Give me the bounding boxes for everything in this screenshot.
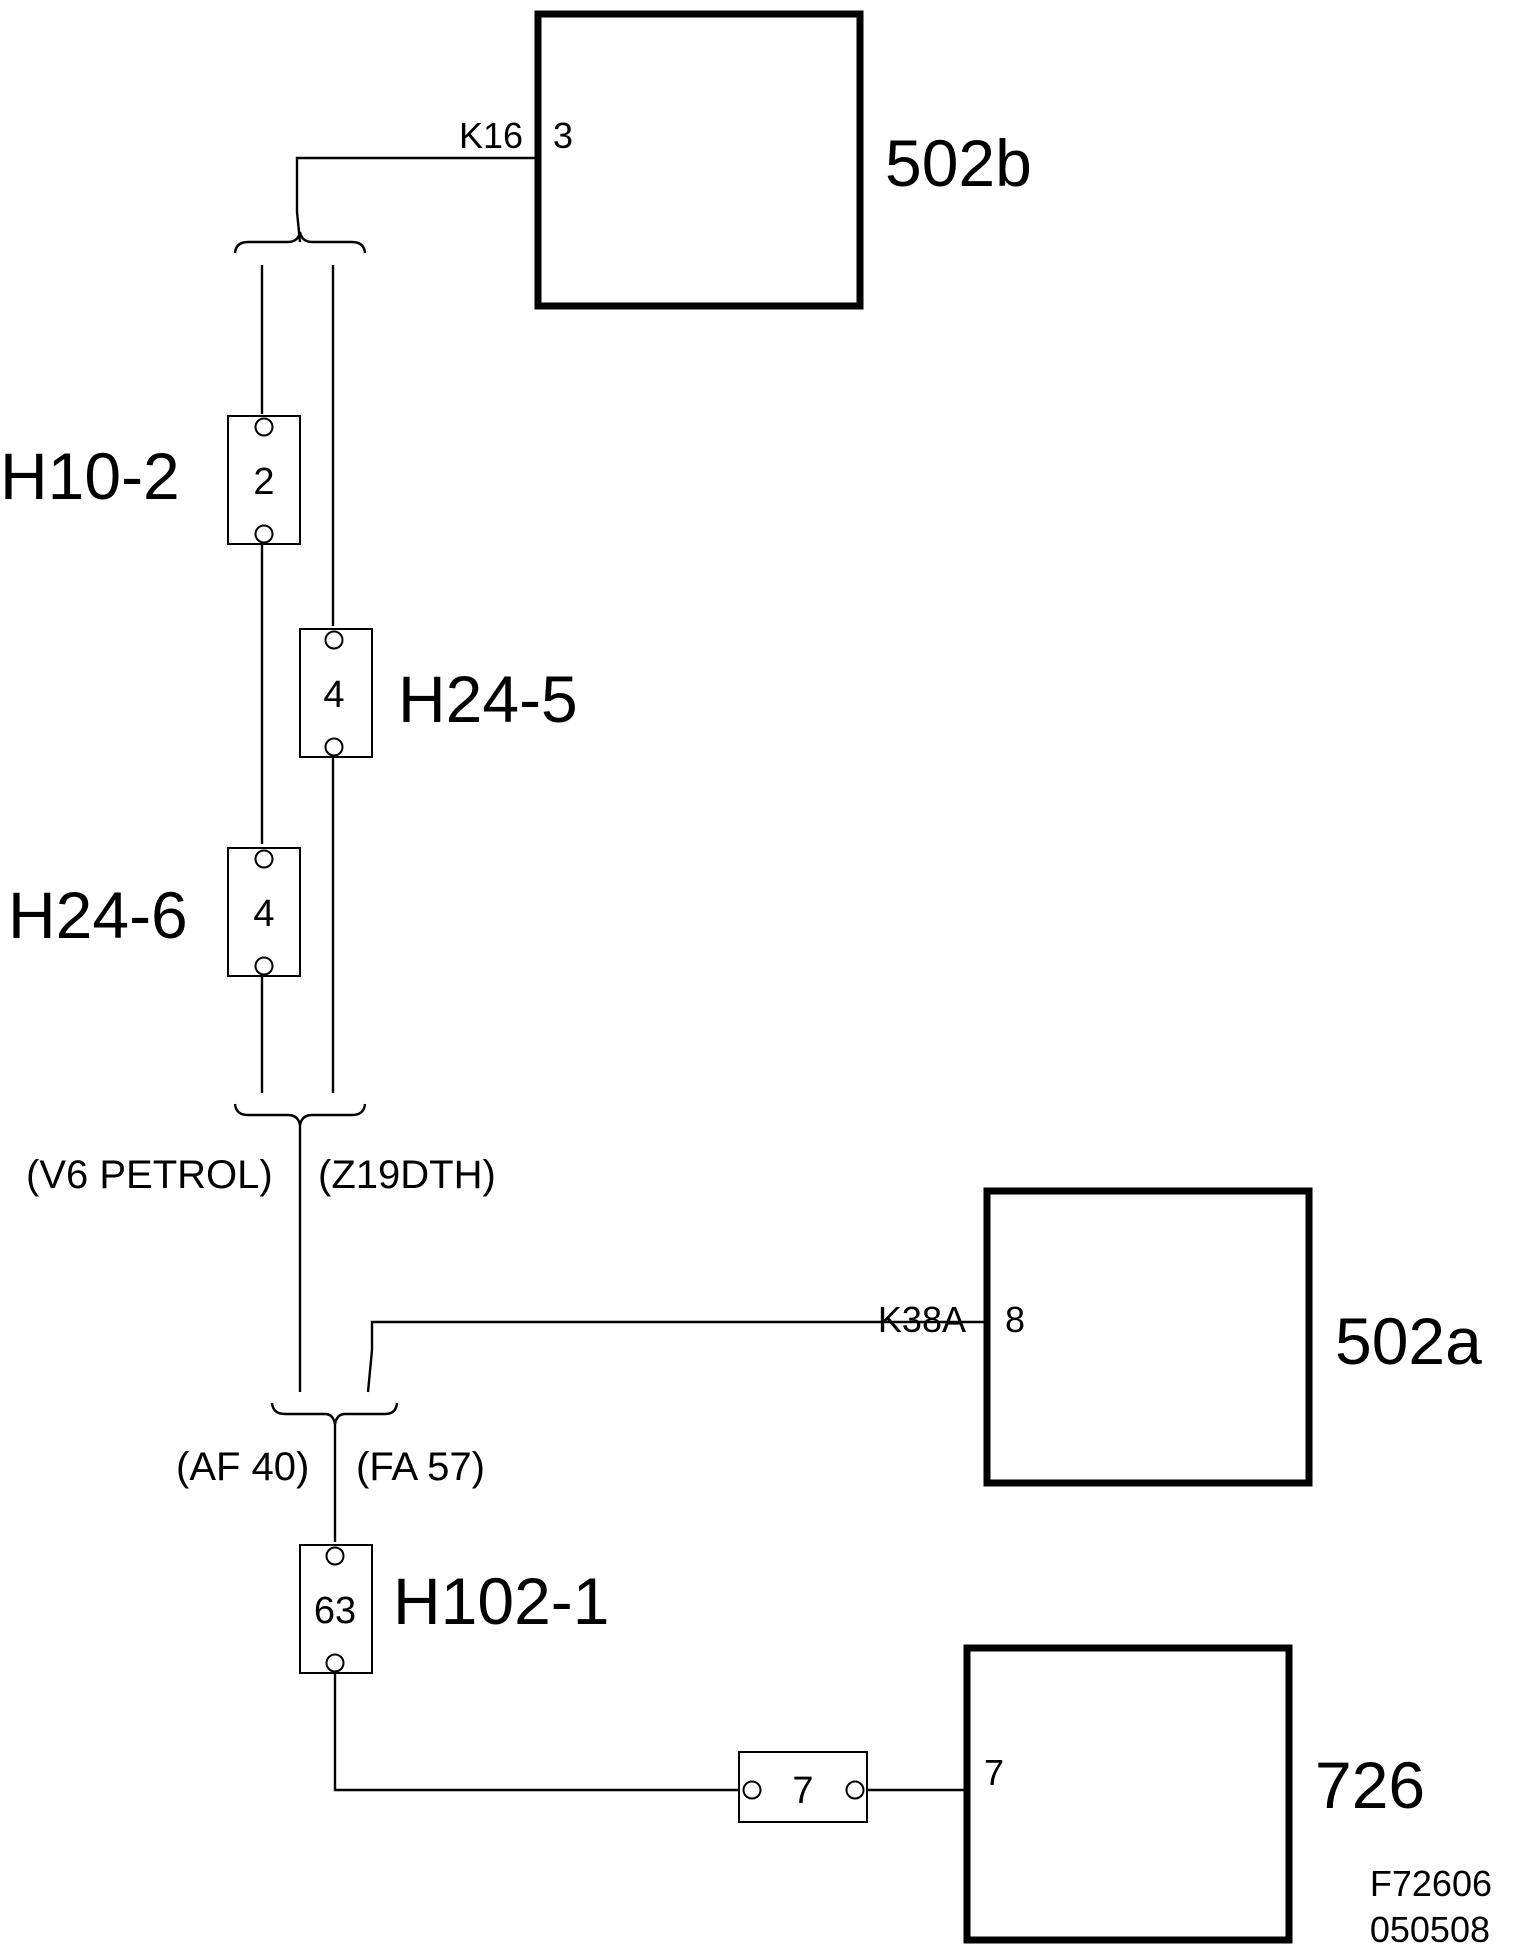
module-502b: K16 3 502b xyxy=(459,10,1032,310)
connector-h24-5-pin-number: 4 xyxy=(323,674,344,716)
connector-pin-bottom xyxy=(324,737,344,757)
variant-v6-petrol: (V6 PETROL) xyxy=(26,1153,273,1197)
connector-pin-top xyxy=(325,1546,345,1566)
connector-h24-6-pin-number: 4 xyxy=(253,893,274,935)
module-726: 7 726 xyxy=(963,1644,1425,1944)
wire-k38a xyxy=(366,1320,987,1393)
connector-pin-bottom xyxy=(254,524,274,544)
figure-reference: F72606 050508 xyxy=(1370,1863,1492,1950)
connector-pin-top xyxy=(254,417,274,437)
connector-h24-6-name: H24-6 xyxy=(8,878,188,952)
connector-h102-1-pin-number: 63 xyxy=(314,1590,356,1632)
connector-inline: 7 xyxy=(738,1751,868,1823)
connector-pin-right xyxy=(845,1780,865,1800)
wire-k16 xyxy=(295,156,538,243)
module-502a-wire-label: K38A xyxy=(878,1299,966,1340)
figure-date-code: 050508 xyxy=(1370,1909,1490,1950)
connector-pin-bottom xyxy=(325,1653,345,1673)
connector-pin-left xyxy=(742,1780,762,1800)
wires xyxy=(233,156,987,1792)
connector-pin-top xyxy=(254,849,274,869)
variant-fa57: (FA 57) xyxy=(356,1445,485,1489)
connector-pin-bottom xyxy=(254,956,274,976)
module-726-pin-label: 7 xyxy=(984,1752,1004,1793)
variant-labels: (V6 PETROL) (Z19DTH) (AF 40) (FA 57) xyxy=(26,1153,496,1489)
connector-h24-5: 4 H24-5 xyxy=(299,628,578,758)
connector-inline-pin-number: 7 xyxy=(792,1770,813,1812)
top-splice-bracket xyxy=(233,231,367,254)
module-502a-name: 502a xyxy=(1335,1304,1482,1378)
module-502a: K38A 8 502a xyxy=(878,1187,1482,1487)
connector-h10-2-name: H10-2 xyxy=(0,439,180,513)
middle-splice-bracket xyxy=(233,1103,367,1126)
module-502b-wire-label: K16 xyxy=(459,115,523,156)
variant-z19dth: (Z19DTH) xyxy=(318,1153,496,1197)
connector-h102-1: 63 H102-1 xyxy=(299,1544,609,1674)
module-502a-pin-label: 8 xyxy=(1005,1299,1025,1340)
connector-h102-1-name: H102-1 xyxy=(393,1564,609,1638)
module-726-name: 726 xyxy=(1315,1748,1425,1822)
connector-h10-2-pin-number: 2 xyxy=(253,461,274,503)
connector-pin-top xyxy=(324,630,344,650)
wire-to-inline-connector xyxy=(333,1662,746,1792)
connector-h10-2: 2 H10-2 xyxy=(0,415,301,545)
connector-h24-5-name: H24-5 xyxy=(398,662,578,736)
module-502b-pin-label: 3 xyxy=(553,115,573,156)
module-502b-name: 502b xyxy=(885,126,1032,200)
lower-splice-bracket xyxy=(270,1402,399,1425)
connector-h24-6: 4 H24-6 xyxy=(8,847,301,977)
variant-af40: (AF 40) xyxy=(176,1445,309,1489)
figure-id: F72606 xyxy=(1370,1863,1492,1904)
